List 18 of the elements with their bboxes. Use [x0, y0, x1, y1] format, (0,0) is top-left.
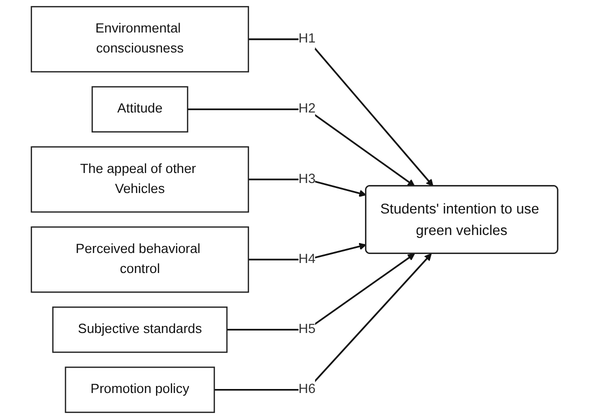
node-box: Environmental consciousness: [30, 6, 250, 72]
edge-label: H6: [298, 382, 316, 396]
node-box: Subjective standards: [52, 306, 228, 353]
arrow: [248, 178, 366, 197]
node-box: Attitude: [92, 86, 188, 132]
node-box: Perceived behavioral control: [30, 226, 250, 293]
arrow: [188, 108, 415, 186]
arrow: [214, 253, 432, 391]
edge-label: H5: [298, 322, 316, 336]
node-box: The appeal of other Vehicles: [30, 146, 250, 213]
arrow: [248, 242, 366, 260]
node-box: Promotion policy: [64, 366, 215, 413]
arrow: [248, 38, 434, 186]
edge-label: H4: [298, 252, 316, 266]
edge-label: H2: [298, 102, 316, 116]
arrow: [226, 253, 415, 331]
edge-label: H1: [298, 32, 316, 46]
edge-label: H3: [298, 172, 316, 186]
